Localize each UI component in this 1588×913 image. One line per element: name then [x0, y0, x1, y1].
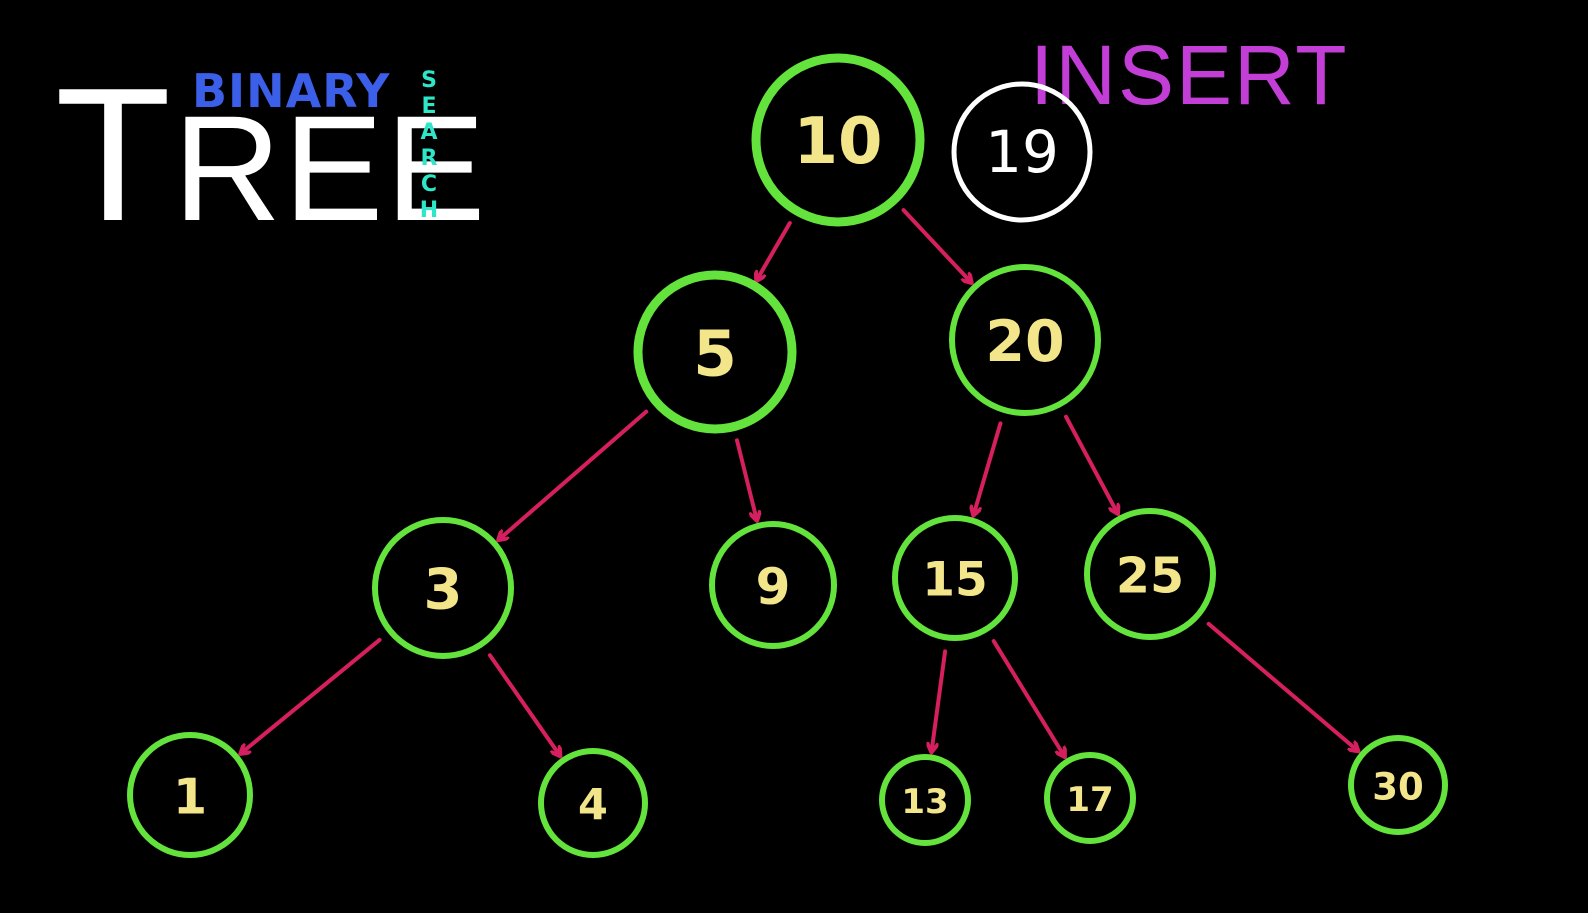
tree-node-label: 3 [424, 558, 463, 623]
edge-n15-to-n17 [991, 639, 1065, 756]
title-tree: TREE [55, 60, 488, 263]
tree-node-25: 25 [1084, 508, 1216, 640]
title-tree-first-letter: T [55, 49, 174, 261]
edge-n10-to-n20 [901, 208, 971, 282]
tree-node-label: 10 [793, 105, 882, 179]
tree-node-ring [949, 264, 1101, 416]
tree-node-13: 13 [879, 754, 971, 846]
edge-n20-to-n15 [974, 421, 1003, 514]
edge-n5-to-n3 [499, 409, 649, 540]
tree-node-3: 3 [372, 517, 514, 659]
tree-node-ring [538, 748, 648, 858]
tree-node-ring [879, 754, 971, 846]
tree-node-ring [1348, 735, 1448, 835]
tree-node-ring [709, 521, 837, 649]
tree-node-5: 5 [633, 270, 797, 434]
title-tree-rest: REE [173, 84, 488, 252]
tree-nodes: 10 5 20 3 9 15 25 1 4 13 17 30 [127, 53, 1448, 858]
tree-node-label: 5 [693, 318, 737, 391]
edge-n3-to-n1 [241, 637, 382, 753]
edge-n10-to-n5 [757, 221, 792, 280]
edge-n20-to-n25 [1063, 414, 1117, 513]
tree-node-label: 9 [756, 558, 791, 616]
tree-node-label: 1 [173, 769, 207, 826]
edge-n5-to-n9 [734, 438, 757, 520]
insert-value-group: 19 [951, 81, 1093, 223]
tree-node-label: 25 [1116, 548, 1184, 605]
tree-node-label: 20 [985, 309, 1064, 375]
tree-node-label: 17 [1066, 780, 1113, 820]
title-search-vertical: SEARCH [419, 68, 439, 223]
tree-node-label: 4 [578, 780, 608, 830]
insert-value-label: 19 [985, 118, 1059, 186]
insert-value-ring [951, 81, 1093, 223]
tree-node-4: 4 [538, 748, 648, 858]
tree-node-ring [633, 270, 797, 434]
tree-node-15: 15 [892, 515, 1018, 641]
tree-node-label: 30 [1372, 766, 1424, 809]
tree-edges [241, 208, 1358, 756]
operation-insert-label: INSERT [1030, 28, 1349, 122]
tree-node-label: 15 [922, 553, 987, 608]
tree-node-1: 1 [127, 732, 253, 858]
tree-node-ring [372, 517, 514, 659]
tree-node-30: 30 [1348, 735, 1448, 835]
tree-node-ring [892, 515, 1018, 641]
edge-n25-to-n30 [1206, 621, 1358, 751]
tree-node-20: 20 [949, 264, 1101, 416]
tree-node-17: 17 [1044, 752, 1136, 844]
tree-node-ring [751, 53, 925, 227]
tree-node-ring [1084, 508, 1216, 640]
tree-node-ring [1044, 752, 1136, 844]
tree-node-label: 13 [901, 782, 948, 822]
tree-node-ring [127, 732, 253, 858]
title-binary: BINARY [192, 64, 391, 118]
tree-node-10: 10 [751, 53, 925, 227]
edge-n15-to-n13 [932, 649, 948, 751]
tree-node-9: 9 [709, 521, 837, 649]
edge-n3-to-n4 [487, 653, 560, 755]
